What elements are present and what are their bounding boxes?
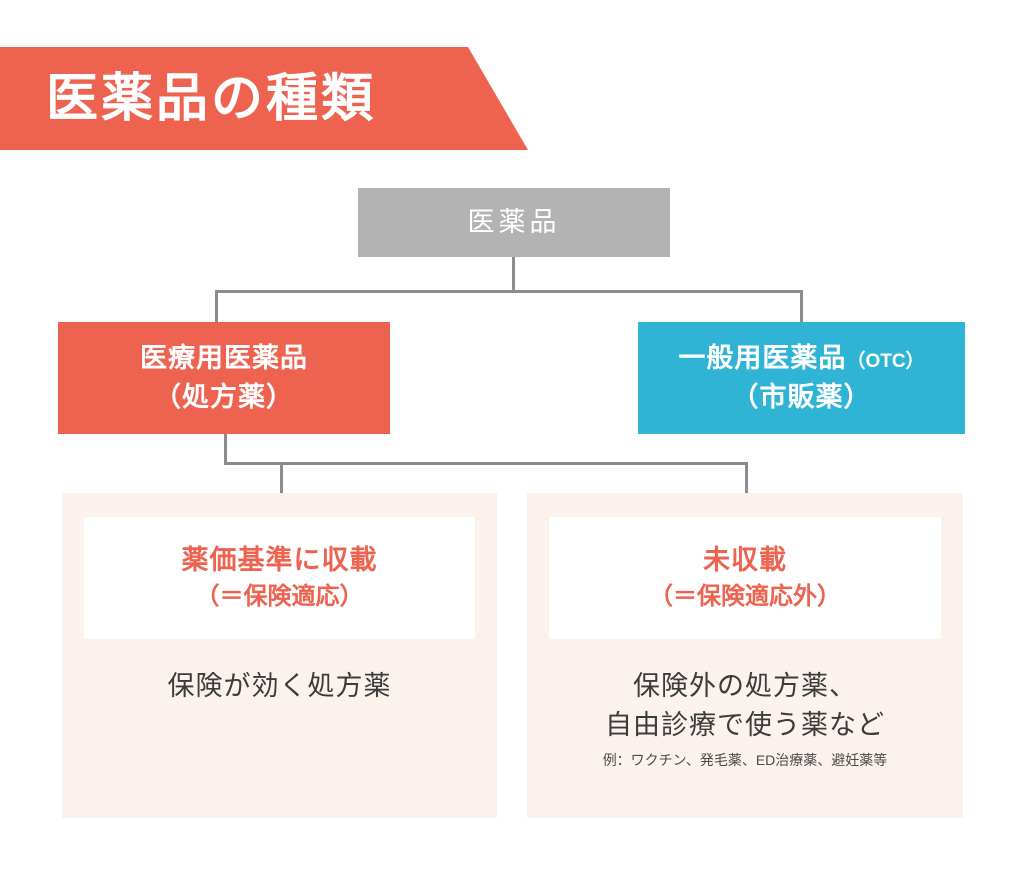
connector-root-stem xyxy=(512,257,515,293)
connector-level2-bar xyxy=(224,462,748,465)
panel-listed-body: 保険が効く処方薬 xyxy=(62,667,497,706)
panel-unlisted: 未収載 （＝保険適応外） 保険外の処方薬、 自由診療で使う薬など 例：ワクチン、… xyxy=(527,493,963,818)
node-otc-label-line2: （市販薬） xyxy=(731,382,872,412)
node-prescription-label-line2: （処方薬） xyxy=(154,382,294,412)
panel-unlisted-card-line1: 未収載 xyxy=(703,545,787,576)
panel-listed-card-line1: 薬価基準に収載 xyxy=(181,545,378,576)
connector-prescription-stem xyxy=(224,434,227,465)
node-root-label: 医薬品 xyxy=(467,207,561,237)
panel-unlisted-body-line2: 自由診療で使う薬など xyxy=(605,710,885,741)
panel-listed: 薬価基準に収載 （＝保険適応） 保険が効く処方薬 xyxy=(62,493,497,818)
node-otc-drugs: 一般用医薬品（OTC） （市販薬） xyxy=(638,322,965,434)
panel-unlisted-example-note: 例：ワクチン、発毛薬、ED治療薬、避妊薬等 xyxy=(602,752,888,769)
node-prescription-label-line1: 医療用医薬品 xyxy=(140,342,308,373)
connector-to-prescription xyxy=(215,290,218,324)
node-otc-label-abbr: （OTC） xyxy=(846,350,925,372)
page-title: 医薬品の種類 xyxy=(46,69,377,128)
panel-listed-card-line2: （＝保険適応） xyxy=(195,583,364,611)
connector-to-listed xyxy=(280,462,283,495)
panel-listed-body-line1: 保険が効く処方薬 xyxy=(167,671,392,701)
node-prescription-drugs: 医療用医薬品 （処方薬） xyxy=(58,322,390,434)
panel-unlisted-card: 未収載 （＝保険適応外） xyxy=(549,517,941,639)
header-banner: 医薬品の種類 xyxy=(0,47,528,150)
node-medicines-root: 医薬品 xyxy=(358,188,670,257)
panel-unlisted-body-line1: 保険外の処方薬、 xyxy=(633,671,857,701)
panel-unlisted-card-line2: （＝保険適応外） xyxy=(649,583,841,611)
connector-to-unlisted xyxy=(745,462,748,495)
panel-unlisted-body: 保険外の処方薬、 自由診療で使う薬など 例：ワクチン、発毛薬、ED治療薬、避妊薬… xyxy=(527,667,963,769)
panel-listed-card: 薬価基準に収載 （＝保険適応） xyxy=(84,517,475,639)
connector-to-otc xyxy=(800,290,803,324)
node-otc-label-main: 一般用医薬品 xyxy=(678,342,847,373)
connector-level1-bar xyxy=(215,290,803,293)
node-otc-label-line1: 一般用医薬品（OTC） xyxy=(678,339,924,378)
